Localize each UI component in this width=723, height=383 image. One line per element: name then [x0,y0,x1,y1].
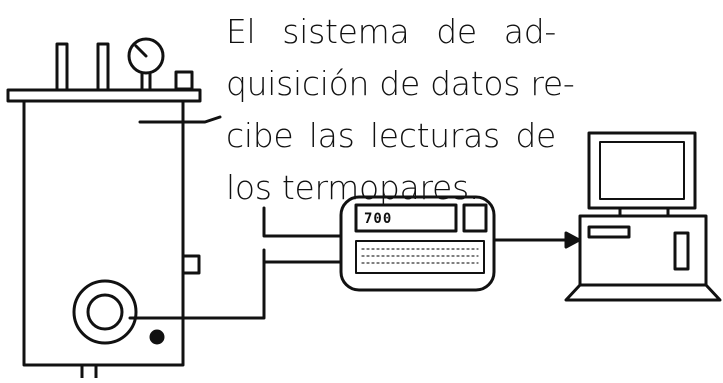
leader-line [138,115,222,124]
keypad-dots [361,248,479,264]
caption-text: El sistema de ad- quisición de datos re-… [226,6,575,214]
tank-icon [6,37,202,380]
data-acquisition-unit-icon [339,195,496,292]
daq-readout: 700 [364,211,393,227]
arrow-to-computer [492,231,581,249]
caption-line: El sistema de ad- [226,12,556,51]
desktop-computer-icon [564,131,722,302]
caption-line: los termopares. [226,168,480,207]
caption-line: cibe las lecturas de [226,116,556,155]
thermocouple-wires [128,206,342,320]
caption-line: quisición de datos re- [226,64,575,103]
